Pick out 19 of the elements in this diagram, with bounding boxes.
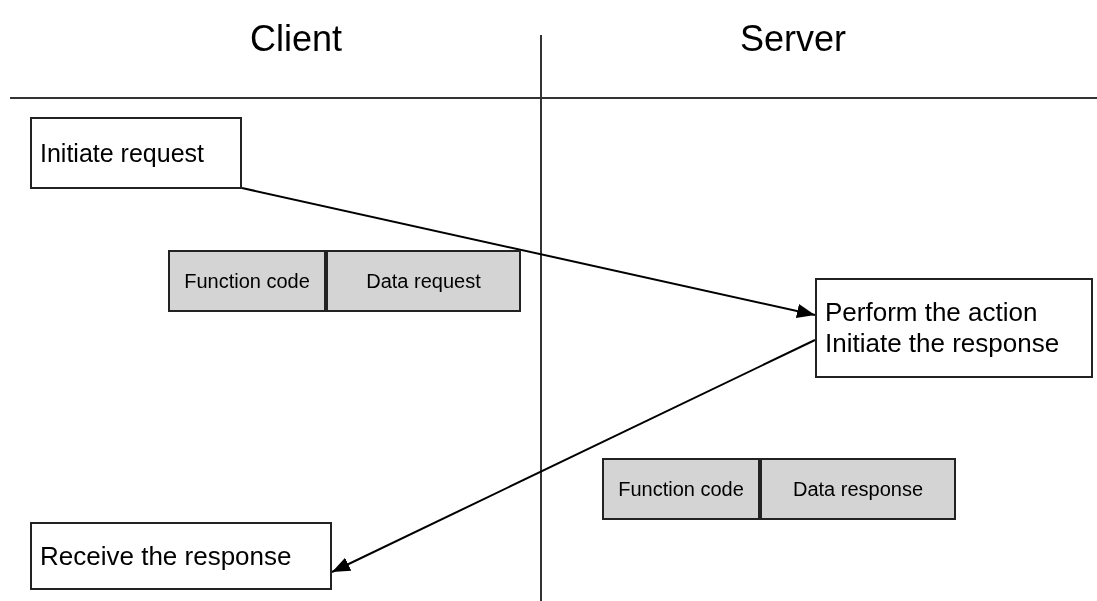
step-text: Data request xyxy=(366,269,481,293)
step-text: Function code xyxy=(184,269,310,293)
arrow xyxy=(241,187,816,319)
column-heading: Client xyxy=(250,18,343,60)
step-text: Receive the response xyxy=(40,540,293,572)
process-box xyxy=(30,522,332,590)
column-heading: Server xyxy=(740,18,847,60)
frame-field xyxy=(326,250,521,312)
process-box xyxy=(815,278,1093,378)
step-text: Initiate the response xyxy=(825,328,1061,359)
step-text: Data response xyxy=(792,477,924,501)
process-box xyxy=(30,117,242,189)
step-text: Initiate request xyxy=(40,138,205,168)
step-text: Perform the action xyxy=(825,297,1039,328)
frame-field xyxy=(602,458,760,520)
frame-field xyxy=(760,458,956,520)
step-text: Function code xyxy=(618,477,744,501)
frame-field xyxy=(168,250,326,312)
arrow xyxy=(331,339,816,573)
